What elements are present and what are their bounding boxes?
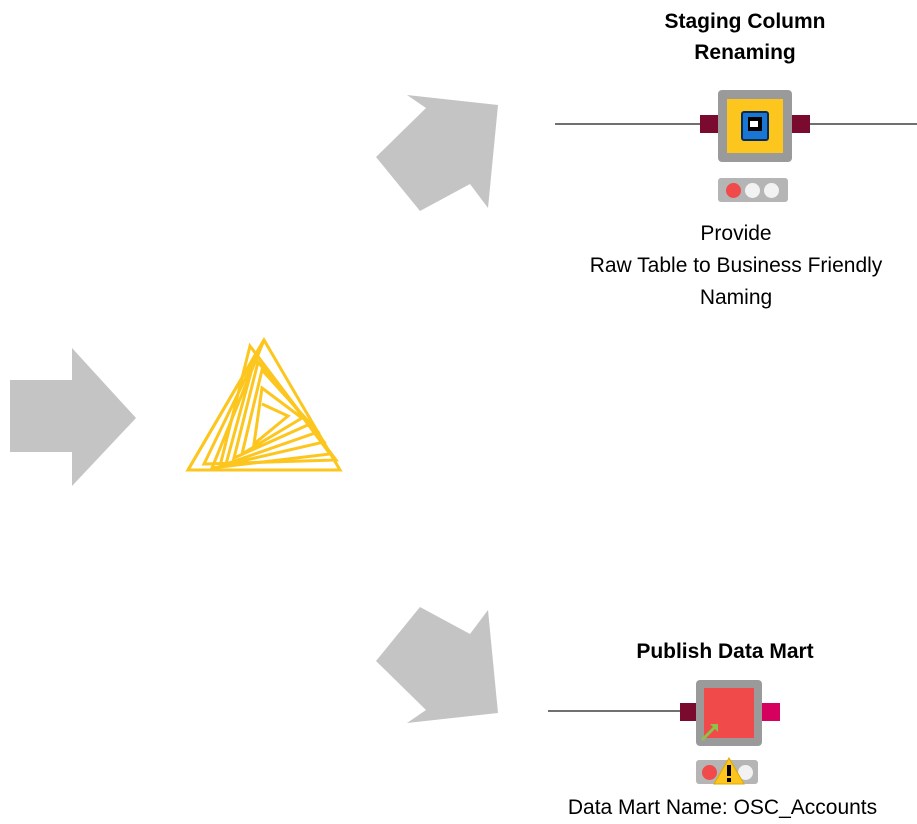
- publish-input-port[interactable]: [680, 703, 698, 721]
- staging-output-port[interactable]: [792, 115, 810, 133]
- staging-output-connection: [808, 123, 917, 125]
- arrow-right-icon: [10, 348, 136, 486]
- status-light-off: [738, 765, 753, 780]
- warning-icon: [713, 756, 745, 785]
- knime-logo-icon: [185, 337, 343, 472]
- publish-node[interactable]: [696, 680, 762, 746]
- arrow-down-right-icon: [376, 607, 498, 723]
- staging-node-body: [727, 99, 783, 153]
- status-light-off: [764, 183, 779, 198]
- publish-output-port[interactable]: [762, 703, 780, 721]
- arrow-up-right-icon: [376, 95, 498, 211]
- staging-node-description[interactable]: Provide Raw Table to Business Friendly N…: [589, 222, 883, 309]
- status-light-red: [702, 765, 717, 780]
- staging-input-connection: [555, 123, 703, 125]
- database-output-icon: [700, 724, 718, 742]
- status-light-off: [745, 183, 760, 198]
- staging-node-title: Staging Column Renaming: [664, 10, 826, 64]
- staging-node[interactable]: [718, 90, 792, 162]
- publish-node-title: Publish Data Mart: [636, 640, 814, 663]
- status-light-red: [726, 183, 741, 198]
- staging-input-port[interactable]: [700, 115, 718, 133]
- publish-input-connection: [548, 710, 682, 712]
- column-rename-icon: [741, 111, 769, 141]
- publish-node-description[interactable]: Data Mart Name: OSC_Accounts: [567, 796, 878, 819]
- staging-status-indicator: [718, 178, 788, 202]
